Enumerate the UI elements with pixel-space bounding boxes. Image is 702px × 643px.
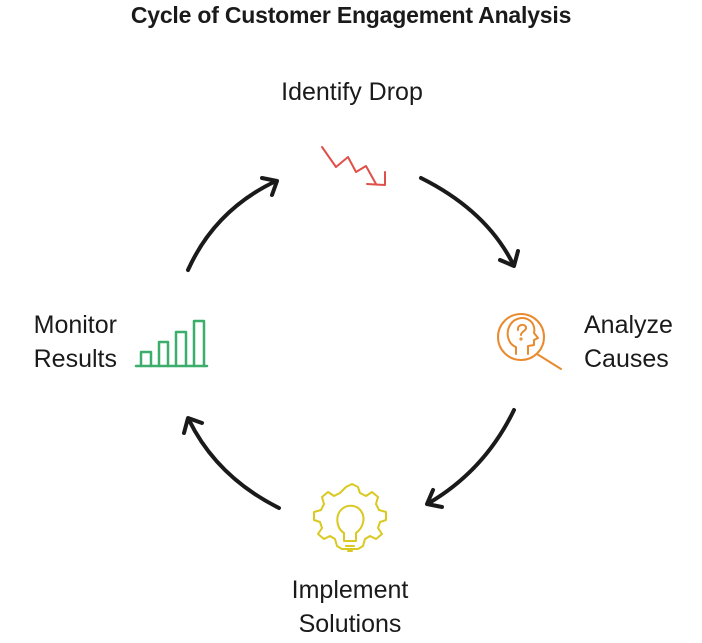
trend-down-icon bbox=[321, 146, 386, 186]
step-implement-solutions: Implement Solutions bbox=[240, 573, 460, 641]
step-identify-drop: Identify Drop bbox=[222, 75, 482, 109]
arrow-identify-to-analyze bbox=[419, 176, 514, 264]
gear-lightbulb-icon bbox=[313, 483, 387, 552]
step-monitor-label-line1: Monitor bbox=[33, 311, 117, 339]
arrow-monitor-to-identify bbox=[186, 179, 278, 272]
bar-chart-icon bbox=[134, 319, 209, 368]
arrow-implement-to-monitor bbox=[187, 418, 281, 510]
head-magnifier-icon bbox=[497, 313, 562, 370]
step-monitor-results: Monitor Results bbox=[0, 308, 117, 376]
step-analyze-label-line2: Causes bbox=[584, 345, 669, 373]
step-analyze-label-line1: Analyze bbox=[584, 311, 673, 339]
arrow-analyze-to-implement bbox=[427, 408, 516, 505]
step-implement-label-line1: Implement bbox=[291, 576, 409, 604]
step-analyze-causes: Analyze Causes bbox=[584, 308, 702, 376]
step-implement-label-line2: Solutions bbox=[298, 610, 402, 638]
diagram-title: Cycle of Customer Engagement Analysis bbox=[130, 2, 572, 28]
step-monitor-label-line2: Results bbox=[33, 345, 117, 373]
step-identify-label: Identify Drop bbox=[281, 78, 423, 106]
